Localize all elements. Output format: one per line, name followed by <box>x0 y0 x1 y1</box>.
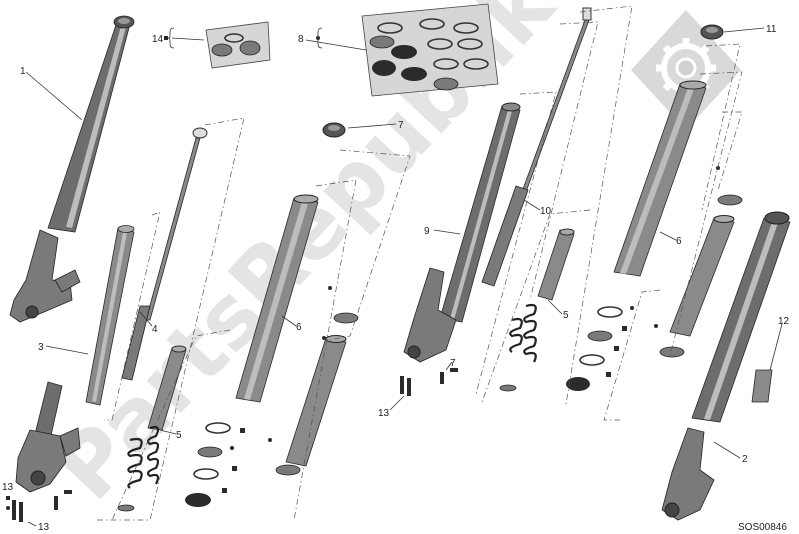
callout-14: 14 <box>152 34 164 45</box>
callout-9: 9 <box>424 226 430 237</box>
kit-8 <box>361 3 499 97</box>
cap-7-left <box>322 122 346 138</box>
outer-tube-6-right <box>613 80 743 358</box>
damper-rod-4 <box>121 127 208 381</box>
kit-14 <box>205 21 271 69</box>
callout-10: 10 <box>540 206 552 217</box>
callout-4: 4 <box>152 324 158 335</box>
assembly-lines <box>94 5 743 521</box>
callout-13-b: 13 <box>38 522 50 533</box>
callout-markers <box>6 27 405 527</box>
callout-6-right: 6 <box>676 236 682 247</box>
spring-5-right <box>499 228 575 392</box>
callout-3: 3 <box>38 342 44 353</box>
fork-tube-1 <box>47 15 135 233</box>
fork-foot-1 <box>9 229 81 323</box>
fork-tube-3 <box>85 225 135 406</box>
screws-13-left <box>12 490 72 522</box>
damper-rod-10 <box>481 7 592 287</box>
callout-5-right: 5 <box>563 310 569 321</box>
callout-2: 2 <box>742 454 748 465</box>
callout-labels: 1 2 3 4 5 5 6 6 7 7 8 9 10 11 12 13 13 1… <box>2 24 790 533</box>
leader-lines <box>25 27 783 459</box>
seal-kit-left <box>185 286 332 507</box>
callout-1: 1 <box>20 66 26 77</box>
drawing-code: SOS00846 <box>738 522 787 533</box>
part-12 <box>751 369 773 403</box>
callout-5-left: 5 <box>176 430 182 441</box>
outer-tube-6-left <box>235 194 359 476</box>
fork-tube-2 <box>661 211 791 521</box>
spring-5-left <box>117 345 187 512</box>
callout-7-right: 7 <box>450 358 456 369</box>
callout-12: 12 <box>778 316 790 327</box>
callout-7-left: 7 <box>398 120 404 131</box>
callout-6-left: 6 <box>296 322 302 333</box>
cap-11 <box>700 24 724 40</box>
seal-kit-right <box>566 166 720 391</box>
callout-13-c: 13 <box>378 408 390 419</box>
fork-foot-3 <box>15 381 81 493</box>
gear-icon <box>631 10 741 130</box>
callout-11: 11 <box>766 24 777 35</box>
callout-13-a: 13 <box>2 482 14 493</box>
fork-tube-9 <box>403 102 521 363</box>
screws-13-right <box>400 368 458 396</box>
callout-8: 8 <box>298 34 304 45</box>
